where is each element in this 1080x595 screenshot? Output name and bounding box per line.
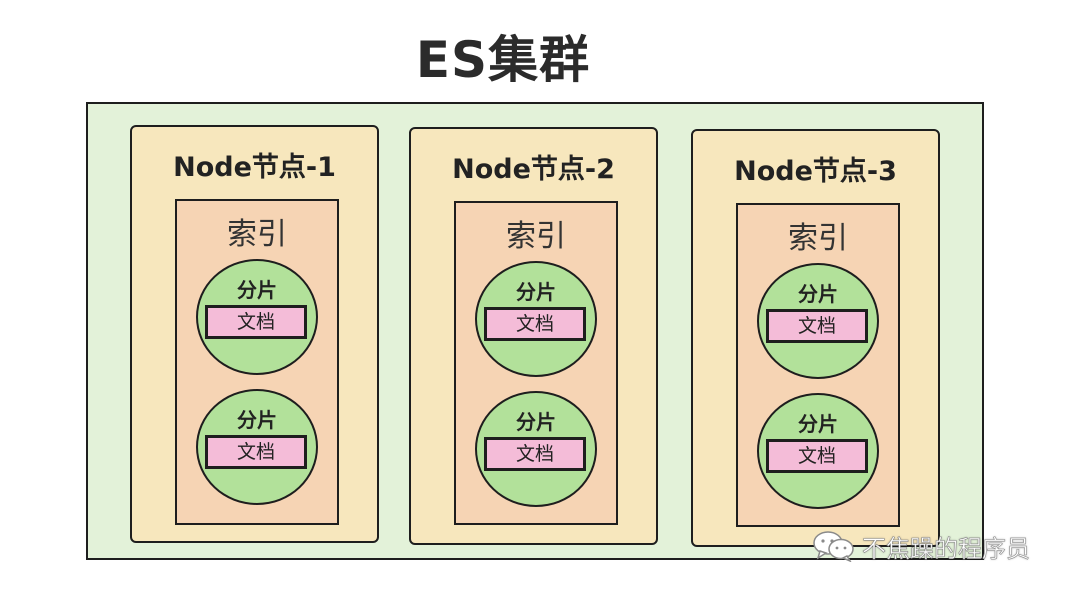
node-title: Node节点-2 <box>452 154 615 185</box>
watermark-text: 不焦躁的程序员 <box>862 534 1031 563</box>
shard-label: 分片 <box>237 408 277 432</box>
document-box: 文档 <box>766 309 868 343</box>
document-box: 文档 <box>484 437 586 471</box>
shard: 分片 文档 <box>475 391 597 507</box>
index-box: 索引 分片 文档 分片 文档 <box>454 201 618 525</box>
shard-label: 分片 <box>516 410 556 434</box>
index-label: 索引 <box>788 221 848 256</box>
document-box: 文档 <box>205 435 307 469</box>
index-label: 索引 <box>227 217 287 252</box>
node-title: Node节点-3 <box>734 156 897 187</box>
diagram-title: ES集群 <box>415 31 591 89</box>
shard-label: 分片 <box>798 282 838 306</box>
watermark: 不焦躁的程序员 <box>812 528 1030 564</box>
shard: 分片 文档 <box>757 393 879 509</box>
index-box: 索引 分片 文档 分片 文档 <box>175 199 339 525</box>
shard: 分片 文档 <box>475 261 597 377</box>
wechat-icon <box>813 531 854 562</box>
shard-label: 分片 <box>516 280 556 304</box>
shard-label: 分片 <box>798 412 838 436</box>
index-label: 索引 <box>506 219 566 254</box>
shard: 分片 文档 <box>757 263 879 379</box>
shard-label: 分片 <box>237 278 277 302</box>
document-box: 文档 <box>766 439 868 473</box>
index-box: 索引 分片 文档 分片 文档 <box>736 203 900 527</box>
node-3: Node节点-3 索引 分片 文档 分片 文档 <box>691 129 940 547</box>
shard: 分片 文档 <box>196 389 318 505</box>
document-box: 文档 <box>484 307 586 341</box>
document-box: 文档 <box>205 305 307 339</box>
node-1: Node节点-1 索引 分片 文档 分片 文档 <box>130 125 379 543</box>
node-title: Node节点-1 <box>173 152 336 183</box>
shard: 分片 文档 <box>196 259 318 375</box>
es-cluster: Node节点-1 索引 分片 文档 分片 文档 Node节点-2 索引 分片 文… <box>86 102 984 560</box>
node-2: Node节点-2 索引 分片 文档 分片 文档 <box>409 127 658 545</box>
